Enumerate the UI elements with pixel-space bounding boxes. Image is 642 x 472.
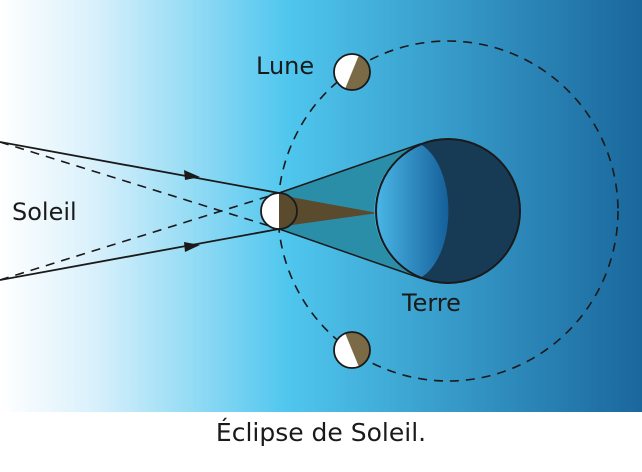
sun-ray-dashed-1 <box>0 141 280 230</box>
caption: Éclipse de Soleil. <box>215 418 427 447</box>
earth-label: Terre <box>401 289 461 317</box>
sun-ray-bottom <box>0 228 280 281</box>
sun-label: Soleil <box>12 198 77 226</box>
moon-eclipse <box>260 192 298 230</box>
arrow-icon <box>184 242 200 252</box>
umbra-cone <box>285 196 378 226</box>
moon-top <box>333 53 371 91</box>
sun-ray-top <box>0 141 280 194</box>
sun-ray-dashed-2 <box>0 192 280 281</box>
sun <box>0 100 70 320</box>
diagram-canvas: Soleil Lune Terre <box>0 0 642 412</box>
moon-label: Lune <box>256 52 314 80</box>
earth-day-side <box>374 144 449 278</box>
arrow-icon <box>184 170 200 180</box>
moon-bottom <box>333 331 371 369</box>
